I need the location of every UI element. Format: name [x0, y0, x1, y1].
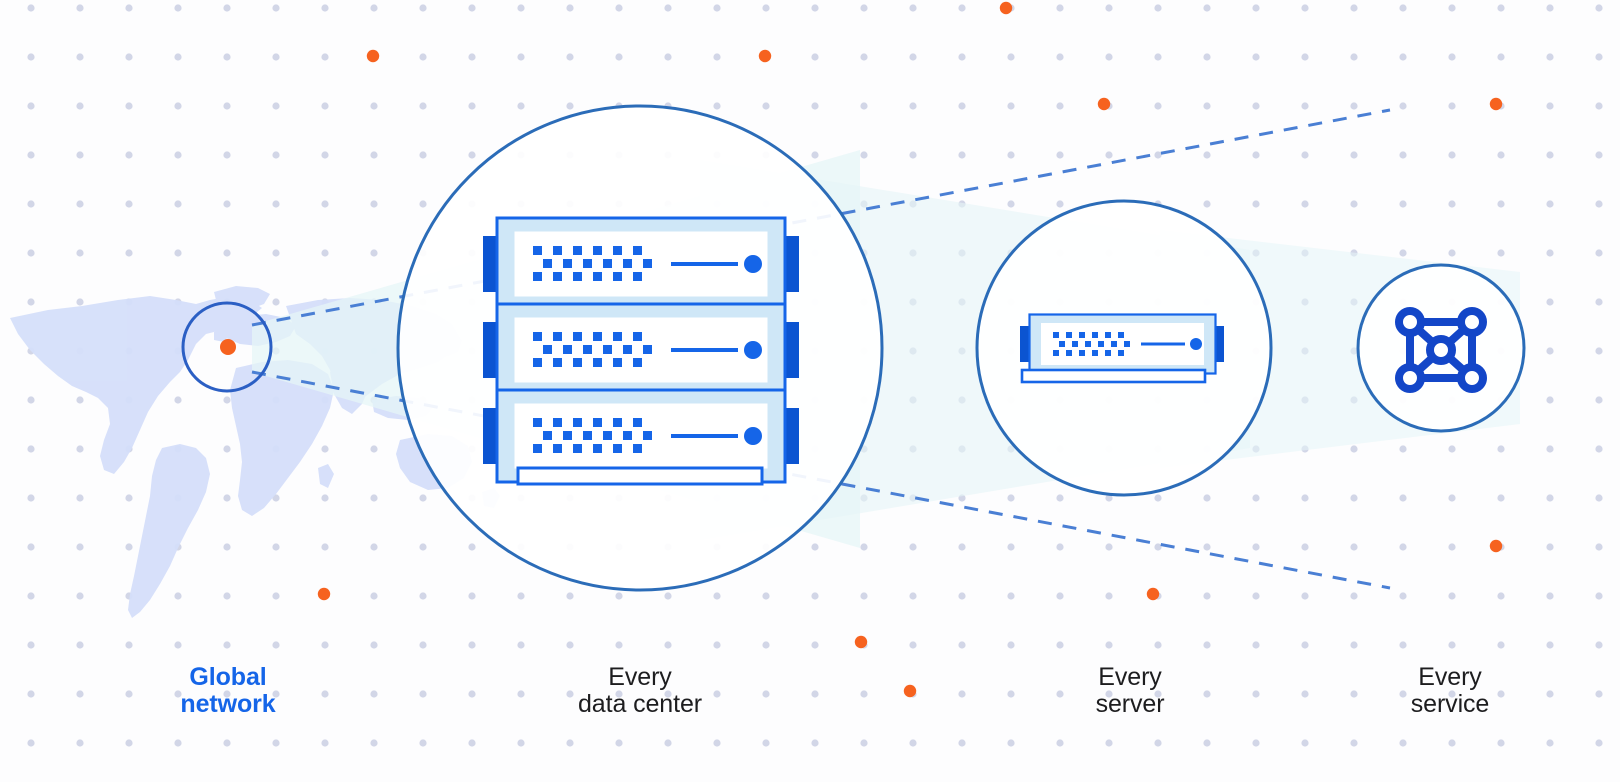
stage-label-line2: service — [1410, 689, 1490, 718]
accent-dot — [758, 49, 772, 63]
accent-dots — [317, 1, 1503, 698]
map-location-marker-dot — [220, 339, 236, 355]
accent-dot — [366, 49, 380, 63]
stage-label-line1: Every — [1098, 663, 1162, 691]
accent-dot — [1489, 97, 1503, 111]
stage-label-line2: network — [180, 689, 276, 718]
accent-dot — [999, 1, 1013, 15]
stage-label-line1: Global — [189, 663, 267, 691]
globe-zoom-circle — [181, 301, 273, 393]
network-node — [1395, 363, 1425, 393]
single-server-base — [1020, 368, 1207, 384]
server-rack-icon — [481, 216, 801, 486]
accent-dot — [903, 684, 917, 698]
stage-label-line1: Every — [1418, 663, 1482, 691]
server-unit — [481, 302, 801, 398]
accent-dot — [317, 587, 331, 601]
network-node — [1457, 307, 1487, 337]
network-node-center — [1426, 335, 1456, 365]
single-server-icon — [1018, 313, 1226, 384]
accent-dot — [1146, 587, 1160, 601]
network-node — [1457, 363, 1487, 393]
accent-dot — [1097, 97, 1111, 111]
accent-dot — [1489, 539, 1503, 553]
stage-label-line2: data center — [578, 689, 702, 718]
server-unit — [481, 216, 801, 312]
network-nodes-icon — [1395, 307, 1487, 393]
network-node — [1395, 307, 1425, 337]
stage-label-line1: Every — [608, 663, 672, 691]
stage-label-line2: server — [1095, 689, 1165, 718]
accent-dot — [854, 635, 868, 649]
server-rack-base — [516, 466, 764, 486]
